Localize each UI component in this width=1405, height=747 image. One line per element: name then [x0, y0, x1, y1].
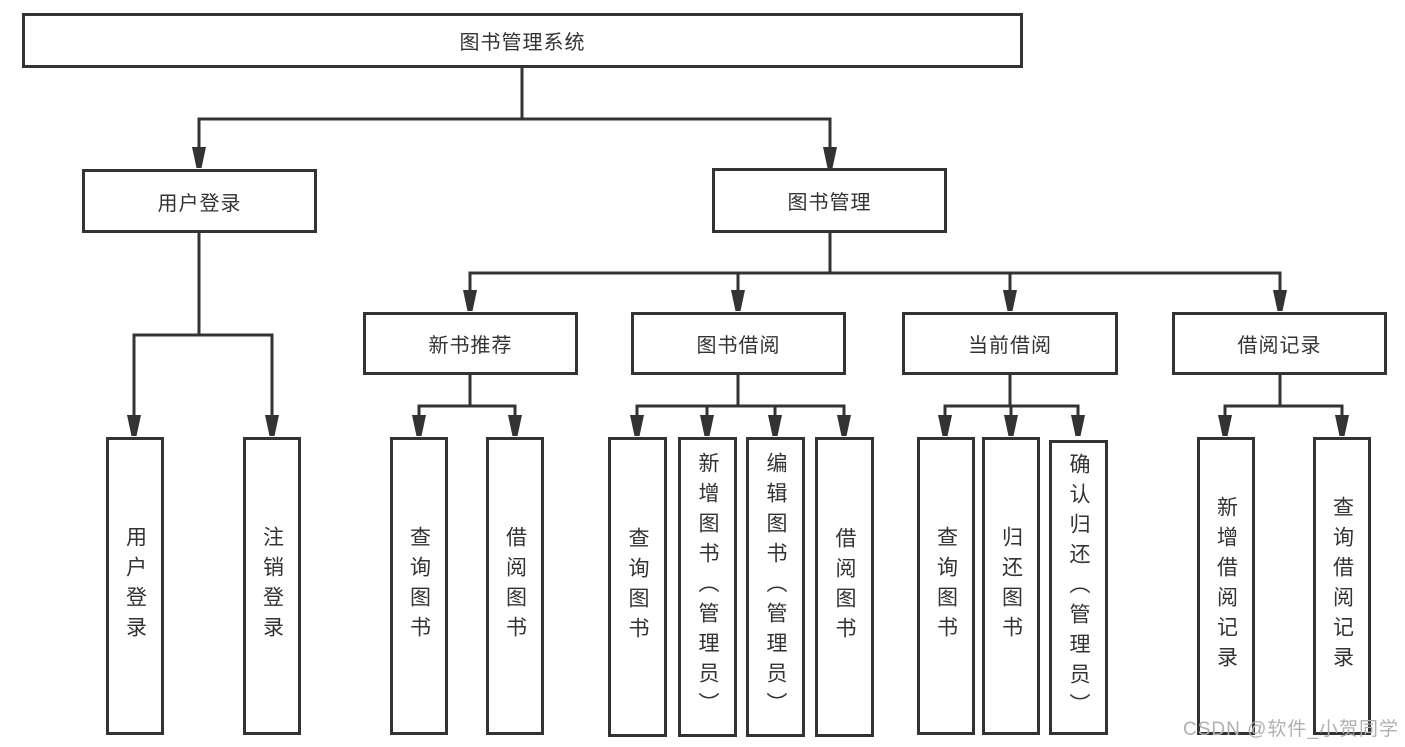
node-library-management-system: 图书管理系统	[22, 13, 1023, 68]
leaf-query-borrow-record-label: 查询借阅记录	[1330, 496, 1354, 676]
leaf-return-books-label: 归还图书	[999, 526, 1023, 646]
leaf-query-books-recommend: 查询图书	[390, 437, 448, 735]
node-book-borrow: 图书借阅	[631, 312, 846, 375]
leaf-query-books-current: 查询图书	[917, 437, 975, 735]
node-user-login-label: 用户登录	[157, 192, 242, 215]
node-user-login: 用户登录	[82, 169, 317, 233]
node-library-management-system-label: 图书管理系统	[459, 32, 586, 54]
leaf-user-login: 用户登录	[106, 437, 164, 735]
node-book-management: 图书管理	[712, 168, 947, 233]
node-borrow-records-label: 借阅记录	[1237, 335, 1322, 357]
node-new-book-recommend: 新书推荐	[363, 312, 578, 375]
leaf-logout-label: 注销登录	[260, 526, 284, 646]
leaf-edit-books-admin: 编辑图书（管理员）	[746, 437, 805, 737]
leaf-query-books-borrow: 查询图书	[608, 437, 667, 737]
leaf-add-borrow-record-label: 新增借阅记录	[1214, 496, 1238, 676]
leaf-query-books-current-label: 查询图书	[934, 526, 958, 646]
leaf-edit-books-admin-label: 编辑图书（管理员）	[764, 452, 787, 722]
leaf-borrow-books: 借阅图书	[815, 437, 874, 737]
node-current-borrow: 当前借阅	[902, 312, 1118, 375]
leaf-query-books-recommend-label: 查询图书	[407, 526, 431, 646]
node-borrow-records: 借阅记录	[1172, 312, 1387, 375]
leaf-add-borrow-record: 新增借阅记录	[1197, 437, 1255, 735]
leaf-confirm-return-admin-label: 确认归还（管理员）	[1067, 452, 1090, 723]
leaf-borrow-books-recommend-label: 借阅图书	[503, 526, 527, 646]
node-new-book-recommend-label: 新书推荐	[428, 335, 513, 357]
leaf-user-login-label: 用户登录	[123, 526, 147, 646]
leaf-query-books-borrow-label: 查询图书	[626, 527, 649, 647]
leaf-query-borrow-record: 查询借阅记录	[1313, 437, 1371, 735]
node-book-management-label: 图书管理	[787, 192, 872, 214]
leaf-return-books: 归还图书	[982, 437, 1040, 735]
leaf-add-books-admin-label: 新增图书（管理员）	[696, 452, 719, 722]
leaf-logout: 注销登录	[243, 437, 301, 735]
node-book-borrow-label: 图书借阅	[696, 335, 781, 357]
leaf-borrow-books-recommend: 借阅图书	[486, 437, 544, 735]
node-current-borrow-label: 当前借阅	[968, 335, 1052, 357]
watermark: CSDN @软件_小贺同学	[1183, 719, 1399, 740]
leaf-confirm-return-admin: 确认归还（管理员）	[1049, 440, 1108, 735]
leaf-add-books-admin: 新增图书（管理员）	[678, 437, 737, 737]
leaf-borrow-books-label: 借阅图书	[833, 527, 856, 647]
